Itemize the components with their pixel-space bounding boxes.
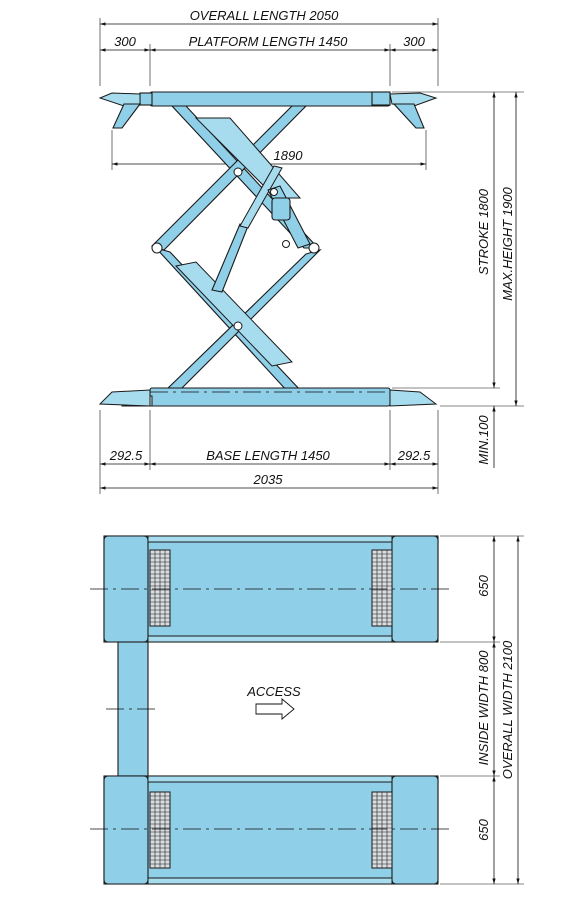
bottom-platform-width-label: 650: [476, 818, 491, 840]
base-dimensions: 292.5 BASE LENGTH 1450 292.5 2035: [99, 410, 439, 494]
base-left-label: 292.5: [109, 448, 143, 463]
left-extension-label: 300: [114, 34, 136, 49]
stroke-label: STROKE 1800: [476, 188, 491, 275]
max-height-label: MAX.HEIGHT 1900: [500, 187, 515, 301]
min-height-label: MIN.100: [476, 415, 491, 465]
overall-length-dimension: OVERALL LENGTH 2050: [100, 8, 438, 26]
side-view: OVERALL LENGTH 2050 300 PLATFORM LENGTH …: [98, 8, 524, 494]
base-right-label: 292.5: [397, 448, 431, 463]
base-length-label: BASE LENGTH 1450: [206, 448, 330, 463]
base-frame: [98, 387, 438, 407]
inside-width-label: INSIDE WIDTH 800: [476, 650, 491, 766]
width-dimensions: 650 INSIDE WIDTH 800 OVERALL WIDTH 2100 …: [440, 535, 524, 885]
scissor-mechanism: [150, 105, 322, 393]
top-platform-plan: [90, 535, 452, 643]
right-extension-label: 300: [403, 34, 425, 49]
grip-patterns: [150, 550, 392, 868]
overall-width-label: OVERALL WIDTH 2100: [500, 640, 515, 779]
top-platform-width-label: 650: [476, 574, 491, 596]
platform-length-label: PLATFORM LENGTH 1450: [189, 34, 348, 49]
overall-length-label: OVERALL LENGTH 2050: [190, 8, 339, 23]
plan-view: ACCESS 650 INSIDE WIDTH 80: [90, 535, 524, 885]
base-connector: ACCESS: [106, 641, 301, 777]
span-1890-label: 1890: [274, 148, 304, 163]
access-label: ACCESS: [246, 684, 301, 699]
platform-length-dimension: 300 PLATFORM LENGTH 1450 300: [100, 34, 438, 52]
height-dimensions: STROKE 1800 MAX.HEIGHT 1900 MIN.100: [392, 91, 524, 468]
access-arrow-icon: [255, 698, 295, 720]
bottom-platform-plan: [90, 775, 452, 885]
top-platform: [98, 91, 438, 129]
base-overall-label: 2035: [253, 472, 284, 487]
